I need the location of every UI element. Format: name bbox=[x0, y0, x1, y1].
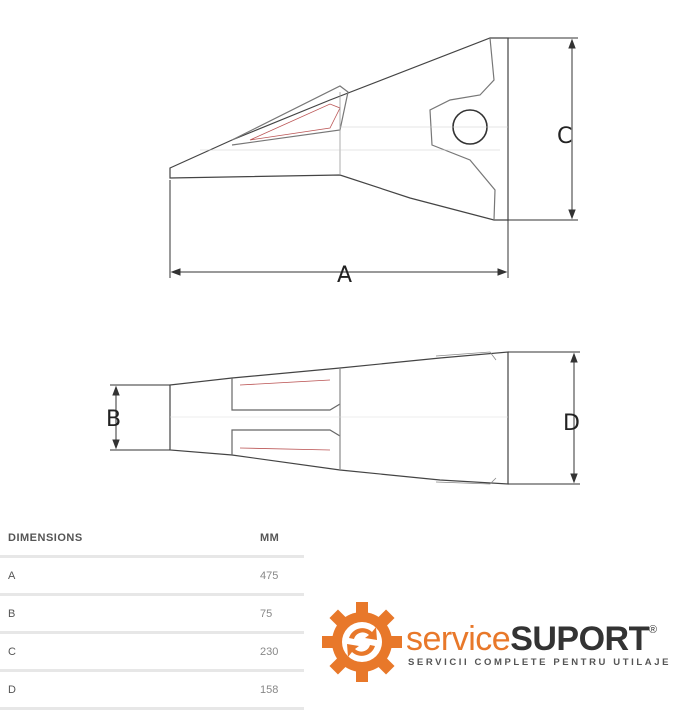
dimension-a bbox=[169, 180, 509, 278]
dimension-value: 158 bbox=[260, 670, 304, 710]
dimension-value: 475 bbox=[260, 556, 304, 596]
dimension-c-label: C bbox=[557, 124, 572, 149]
dimension-value: 230 bbox=[260, 632, 304, 672]
dimension-c bbox=[508, 37, 578, 221]
brand-name-light: service bbox=[406, 620, 511, 658]
dimension-name: B bbox=[0, 594, 260, 634]
dimension-b-label: B bbox=[106, 407, 121, 432]
dimension-a-label: A bbox=[337, 263, 352, 288]
dimension-d bbox=[508, 351, 580, 485]
dimension-d-label: D bbox=[563, 411, 580, 436]
brand-tagline: SERVICII COMPLETE PENTRU UTILAJE bbox=[408, 657, 672, 668]
table-header-row: DIMENSIONS MM bbox=[0, 520, 304, 558]
unit-header: MM bbox=[260, 520, 304, 558]
brand-name-bold: SUPORT bbox=[510, 620, 649, 658]
dimension-value: 75 bbox=[260, 594, 304, 634]
table-row: D 158 bbox=[0, 670, 304, 710]
brand-logo bbox=[322, 602, 402, 682]
dimensions-header: DIMENSIONS bbox=[0, 520, 260, 558]
gear-icon bbox=[322, 602, 402, 682]
table-row: A 475 bbox=[0, 556, 304, 596]
table-row: C 230 bbox=[0, 632, 304, 672]
tooth-technical-drawing: A C B D bbox=[106, 37, 580, 485]
dimensions-table: DIMENSIONS MM A 475 B 75 C 230 D 158 bbox=[0, 520, 304, 710]
dimension-name: D bbox=[0, 670, 260, 710]
dimension-b bbox=[110, 384, 170, 451]
dimension-name: A bbox=[0, 556, 260, 596]
brand-name: serviceSUPORT® bbox=[406, 620, 657, 659]
tooth-side-view bbox=[169, 37, 509, 221]
dimension-name: C bbox=[0, 632, 260, 672]
registered-mark: ® bbox=[648, 624, 657, 636]
tooth-top-view bbox=[169, 351, 509, 485]
table-row: B 75 bbox=[0, 594, 304, 634]
